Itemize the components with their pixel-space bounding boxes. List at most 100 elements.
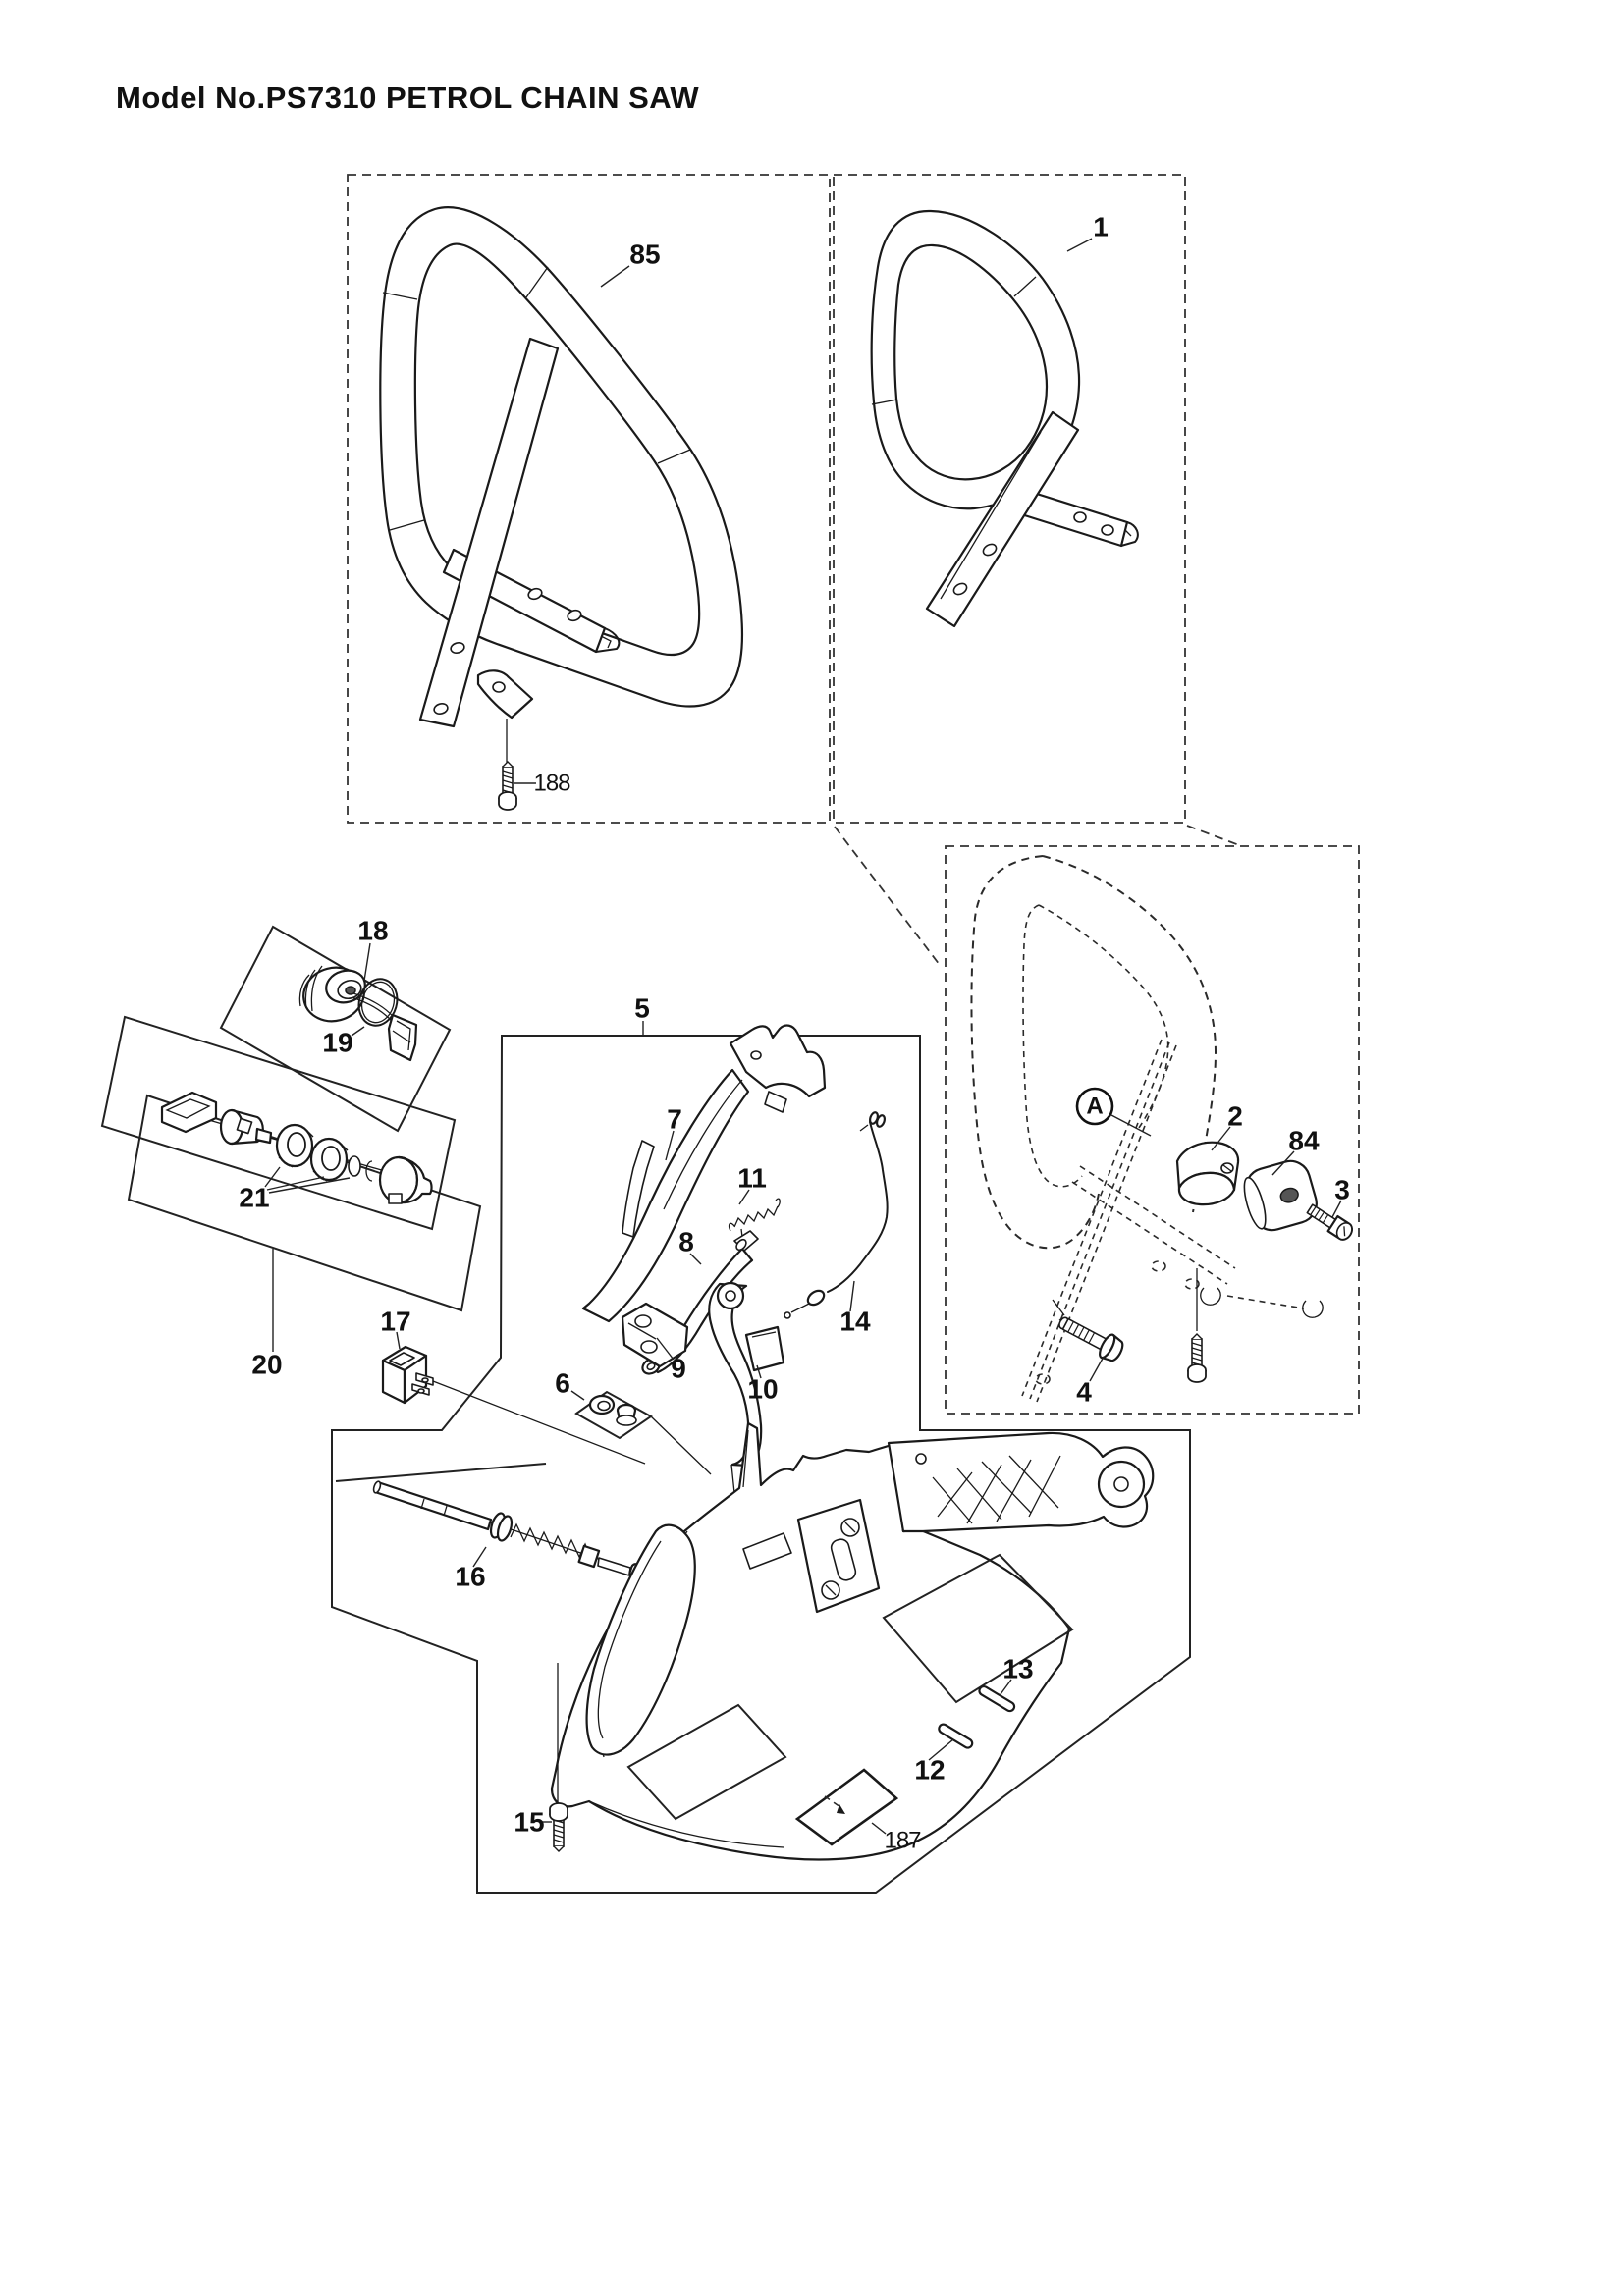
part-number-labels: 8518811819212057118910146171613121518728…: [239, 212, 1349, 1854]
part-number-text-1: 1: [1093, 212, 1109, 242]
screw-188: [498, 761, 517, 811]
damper-assembly-20: [160, 1091, 433, 1204]
part-number-text-21: 21: [239, 1183, 269, 1213]
part-label-84: 84: [1271, 1126, 1320, 1176]
part-number-text-2: 2: [1227, 1101, 1243, 1132]
clutch-hub: [219, 1108, 273, 1146]
part-number-text-6: 6: [555, 1368, 570, 1399]
part-number-text-A: A: [1086, 1094, 1103, 1120]
leader-line-7: [665, 1130, 675, 1161]
leader-line-19: [351, 1026, 365, 1037]
handle-clamp-2: [1175, 1141, 1240, 1206]
leader-line-21: [266, 1176, 325, 1191]
part-number-text-4: 4: [1076, 1377, 1092, 1408]
part-label-21: 21: [239, 1166, 351, 1213]
part-label-12: 12: [914, 1738, 954, 1786]
fuel-cap-18: [298, 965, 418, 1062]
part-number-text-12: 12: [914, 1755, 945, 1786]
leader-line-84: [1271, 1150, 1295, 1176]
assembly-group-boxes: [100, 174, 1360, 1894]
leader-line-12: [928, 1738, 954, 1761]
leader-line-11: [738, 1189, 750, 1205]
part-label-8: 8: [678, 1227, 702, 1265]
part-number-text-7: 7: [667, 1104, 682, 1135]
collar-21b: [309, 1137, 350, 1183]
leader-line-4: [1089, 1356, 1105, 1382]
part-label-2: 2: [1211, 1101, 1243, 1151]
leader-line-9: [656, 1337, 675, 1361]
part-label-5: 5: [634, 993, 650, 1036]
leader-line-6: [570, 1390, 585, 1401]
part-number-text-14: 14: [839, 1307, 871, 1337]
handle-bracket-1: [870, 209, 1139, 628]
part-label-9: 9: [656, 1337, 686, 1384]
part-label-85: 85: [600, 240, 661, 288]
part-number-text-187: 187: [884, 1828, 921, 1854]
throttle-cable-14: [784, 1111, 889, 1319]
leader-line-13: [1000, 1679, 1012, 1695]
lever-9: [621, 1302, 689, 1368]
part-label-188: 188: [514, 771, 571, 797]
pin-13: [978, 1684, 1016, 1713]
leader-line-85: [600, 265, 630, 288]
leader-line-3: [1331, 1200, 1342, 1218]
part-number-text-85: 85: [629, 240, 660, 270]
ghost-handle-outline: [970, 855, 1324, 1403]
part-number-text-20: 20: [251, 1350, 282, 1380]
part-label-187: 187: [871, 1822, 922, 1854]
arm-ribs: [932, 1455, 1061, 1524]
front-handle-85: [379, 206, 744, 811]
collar-21a: [275, 1123, 315, 1169]
part-number-text-13: 13: [1002, 1654, 1033, 1684]
part-number-text-19: 19: [322, 1028, 352, 1058]
part-number-text-8: 8: [678, 1227, 694, 1257]
caution-label-187: [794, 1768, 899, 1846]
part-label-4: 4: [1076, 1356, 1105, 1408]
leader-line-14: [849, 1280, 855, 1312]
part-number-text-84: 84: [1288, 1126, 1320, 1156]
part-label-10: 10: [747, 1364, 779, 1405]
rear-handle-housing: [549, 1421, 1155, 1861]
leader-line-1: [1066, 238, 1093, 252]
part-label-1: 1: [1066, 212, 1109, 252]
handle-cover-84: [1243, 1159, 1318, 1232]
leader-line-187: [871, 1822, 887, 1835]
part-label-18: 18: [357, 916, 389, 982]
leader-line-21: [268, 1177, 351, 1194]
page-title: Model No.PS7310 PETROL CHAIN SAW: [116, 80, 700, 115]
stop-switch-17: [381, 1345, 646, 1465]
part-label-16: 16: [455, 1546, 487, 1592]
throttle-trigger-10: [708, 1281, 785, 1513]
screw-3: [1306, 1203, 1353, 1241]
part-label-6: 6: [555, 1368, 585, 1401]
part-number-text-10: 10: [747, 1374, 778, 1405]
handle-cover-7: [581, 1024, 827, 1323]
leader-line-8: [689, 1253, 702, 1265]
screws-4: [1052, 1268, 1207, 1383]
part-label-17: 17: [380, 1307, 411, 1350]
part-number-text-188: 188: [533, 771, 570, 797]
screw-15: [549, 1802, 568, 1852]
part-label-13: 13: [1000, 1654, 1034, 1695]
part-label-19: 19: [322, 1026, 365, 1058]
leader-line-16: [472, 1546, 487, 1568]
leader-line-A: [1110, 1114, 1152, 1137]
leader-line-2: [1211, 1126, 1231, 1151]
part-label-A: A: [1075, 1087, 1152, 1137]
cap-gasket-19: [357, 978, 399, 1027]
damper-mount: [378, 1155, 433, 1204]
part-label-11: 11: [737, 1163, 767, 1205]
part-number-text-17: 17: [380, 1307, 410, 1337]
part-number-text-3: 3: [1334, 1175, 1350, 1205]
grommet-set-6: [574, 1390, 712, 1475]
callout-circle-A: [1075, 1087, 1114, 1126]
part-label-20: 20: [251, 1249, 283, 1380]
tension-rod-16: [372, 1480, 692, 1591]
part-label-3: 3: [1331, 1175, 1350, 1218]
leader-line-18: [363, 942, 371, 982]
part-number-text-16: 16: [455, 1562, 485, 1592]
part-label-14: 14: [839, 1280, 871, 1337]
part-label-7: 7: [665, 1104, 682, 1161]
